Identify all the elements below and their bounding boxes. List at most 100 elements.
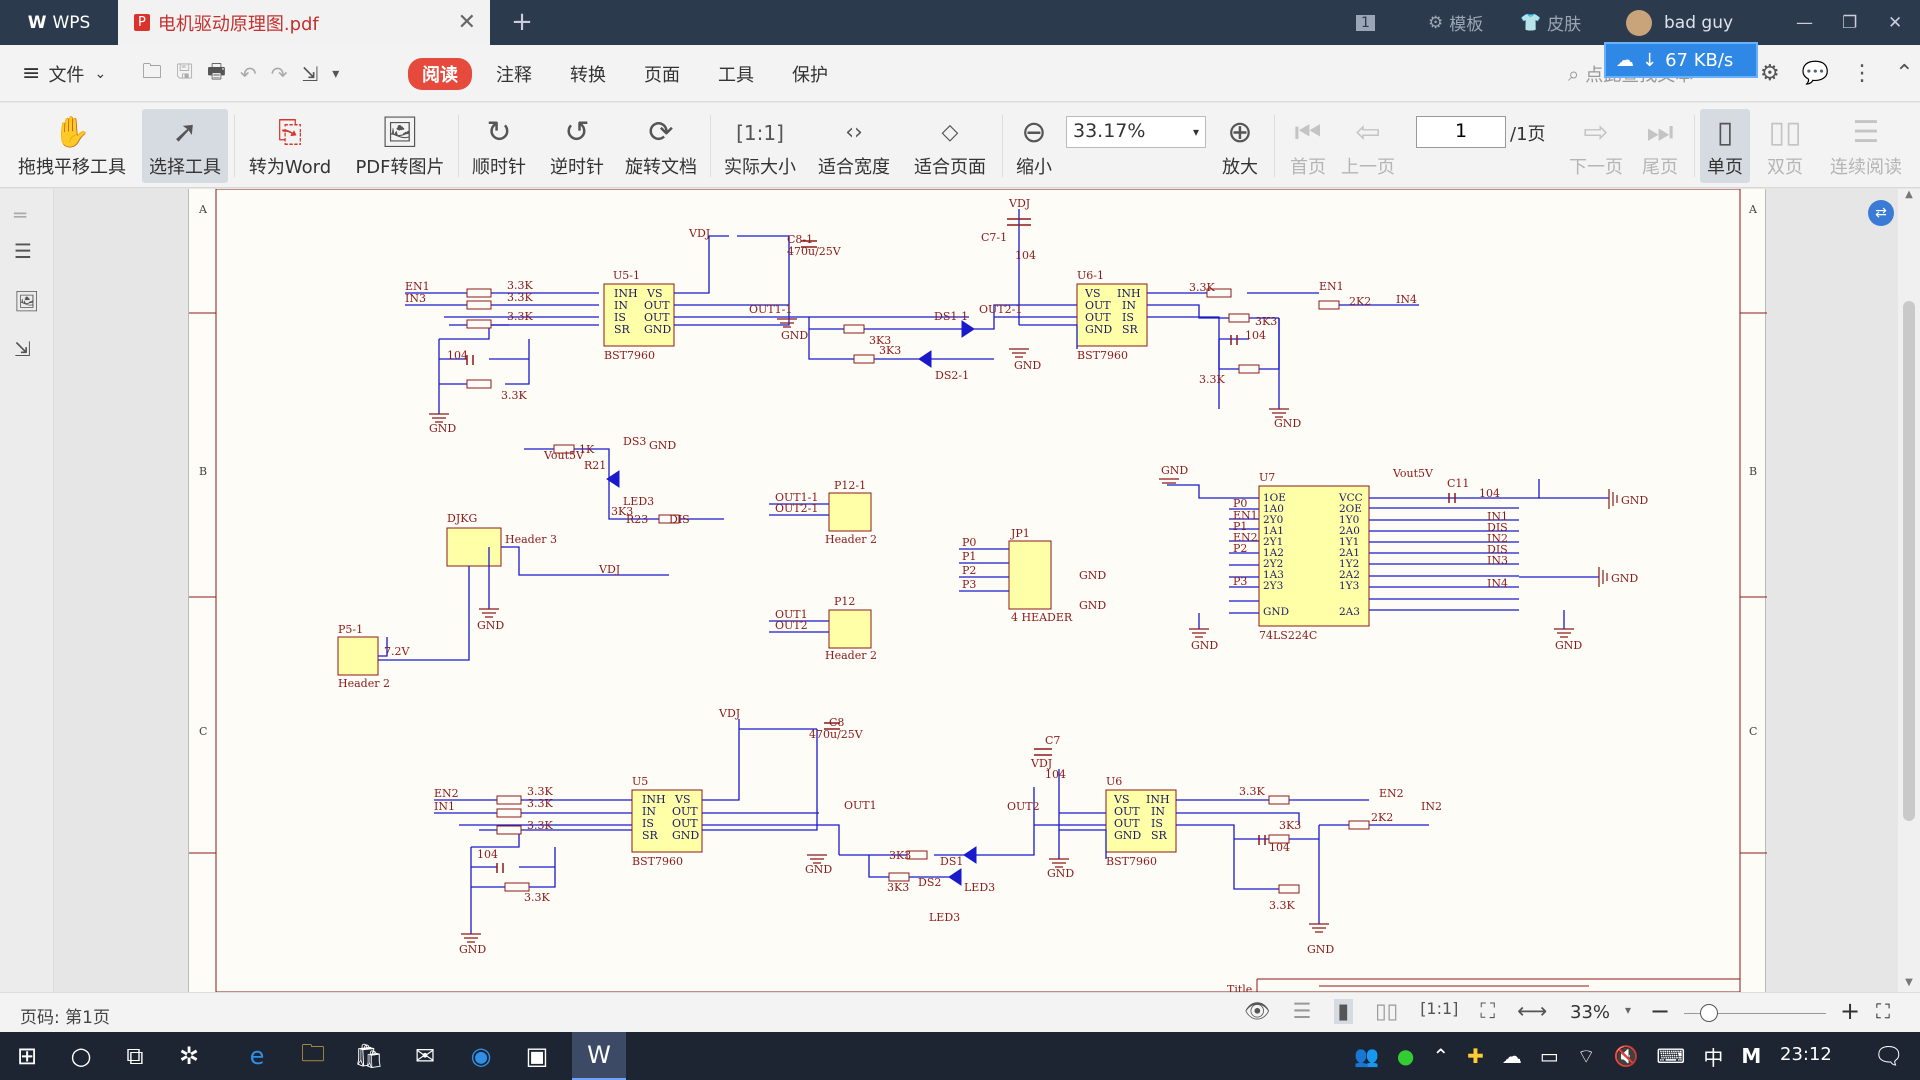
fit-page-button[interactable]: ◇适合页面: [906, 109, 994, 183]
pan-tool-button[interactable]: ✋拖拽平移工具: [10, 109, 134, 183]
vertical-scrollbar[interactable]: ▲ ▼: [1898, 189, 1920, 992]
undo-icon[interactable]: ↶: [240, 62, 257, 86]
actual-size-button[interactable]: [1:1]实际大小: [718, 109, 802, 183]
window-app-icon[interactable]: ▣: [510, 1032, 564, 1080]
floating-assistant-icon[interactable]: ⇄: [1868, 200, 1894, 226]
double-view-icon[interactable]: ▯▯: [1375, 999, 1398, 1024]
store-icon[interactable]: 🛍: [342, 1032, 396, 1080]
keyboard-icon[interactable]: ⌨: [1657, 1044, 1686, 1068]
collapse-ribbon-icon[interactable]: ⌃: [1895, 61, 1913, 86]
menu-tools[interactable]: 工具: [718, 45, 754, 102]
volume-icon[interactable]: 🔇: [1614, 1044, 1639, 1068]
fit-width-button[interactable]: ‹›适合宽度: [810, 109, 898, 183]
page-number-input[interactable]: 1: [1416, 116, 1506, 148]
save-icon[interactable]: 🖫: [176, 57, 193, 91]
scroll-up-icon[interactable]: ▲: [1898, 189, 1920, 203]
continuous-view-icon[interactable]: ☰: [1293, 999, 1312, 1024]
fit-page-small-icon[interactable]: ⛶: [1480, 999, 1495, 1024]
print-icon[interactable]: 🖶: [207, 57, 226, 91]
redo-icon[interactable]: ↷: [271, 62, 288, 86]
eye-protection-icon[interactable]: 👁: [1244, 999, 1271, 1024]
menu-annotate[interactable]: 注释: [496, 45, 532, 102]
zoom-slider-handle[interactable]: [1700, 1004, 1718, 1022]
status-zoom-value[interactable]: 33%: [1570, 1002, 1610, 1023]
zoom-plus-icon[interactable]: +: [1840, 997, 1860, 1025]
last-page-button[interactable]: ⏭尾页: [1632, 109, 1688, 183]
new-tab-icon[interactable]: +: [502, 4, 542, 40]
actual-size-icon: [1:1]: [736, 113, 784, 153]
wps-brand[interactable]: WWPS: [0, 0, 118, 45]
settings-gear-icon[interactable]: ⚙: [1760, 61, 1780, 86]
qq-browser-icon[interactable]: ◉: [454, 1032, 508, 1080]
template-button[interactable]: ⚙模板: [1428, 0, 1483, 45]
feedback-icon[interactable]: 💬: [1802, 61, 1829, 86]
ime-m-icon[interactable]: M: [1741, 1044, 1761, 1068]
zoom-minus-icon[interactable]: −: [1650, 997, 1670, 1025]
drag-handle-icon[interactable]: ═: [14, 203, 40, 227]
fit-width-small-icon[interactable]: ⟷: [1517, 999, 1547, 1024]
export-page-icon[interactable]: ⇲: [14, 337, 40, 361]
outline-icon[interactable]: ☰: [14, 239, 40, 263]
thumbnail-icon[interactable]: 🖼: [14, 289, 40, 313]
pdf-page[interactable]: A B C A B C: [188, 189, 1766, 992]
fan-app-icon[interactable]: ✲: [162, 1032, 216, 1080]
more-chevron-icon[interactable]: ▾: [332, 66, 339, 82]
scroll-down-icon[interactable]: ▼: [1898, 977, 1920, 991]
to-word-button[interactable]: ⎘转为Word: [242, 109, 338, 183]
rotate-ccw-button[interactable]: ↺逆时针: [542, 109, 612, 183]
net-speed-widget[interactable]: ☁↓67 KB/s: [1604, 42, 1758, 78]
export-icon[interactable]: ⇲: [301, 62, 318, 86]
task-view-icon[interactable]: ⧉: [108, 1032, 162, 1080]
mail-icon[interactable]: ✉: [398, 1032, 452, 1080]
fullscreen-icon[interactable]: ⛶: [1876, 999, 1890, 1023]
open-folder-icon[interactable]: 🗀: [142, 57, 162, 91]
menu-protect[interactable]: 保护: [792, 45, 828, 102]
double-page-button[interactable]: ▯▯双页: [1758, 109, 1812, 183]
skin-button[interactable]: 👕皮肤: [1520, 0, 1581, 45]
svg-text:2K2: 2K2: [1349, 295, 1371, 308]
select-tool-button[interactable]: ➚选择工具: [142, 109, 228, 183]
actual-size-small-icon[interactable]: [1:1]: [1420, 999, 1458, 1024]
menu-read[interactable]: 阅读: [408, 45, 472, 102]
restore-icon[interactable]: ❐: [1842, 0, 1857, 45]
edge-browser-icon[interactable]: e: [230, 1032, 284, 1080]
file-explorer-icon[interactable]: 🗀: [286, 1032, 340, 1080]
chevron-down-icon[interactable]: ▾: [1625, 1003, 1631, 1017]
prev-page-button[interactable]: ⇦上一页: [1340, 109, 1396, 183]
tray-expand-icon[interactable]: ⌃: [1432, 1044, 1449, 1068]
close-tab-icon[interactable]: ✕: [458, 10, 476, 35]
menu-page[interactable]: 页面: [644, 45, 680, 102]
windows-start-icon[interactable]: ⊞: [0, 1032, 54, 1080]
to-image-button[interactable]: 🖼PDF转图片: [348, 109, 452, 183]
user-account[interactable]: bad guy: [1626, 0, 1733, 45]
menu-file[interactable]: ≡文件⌄: [22, 45, 106, 102]
cortana-search-icon[interactable]: ○: [54, 1032, 108, 1080]
minimize-icon[interactable]: —: [1796, 0, 1813, 45]
wps-taskbar-icon[interactable]: W: [572, 1032, 626, 1080]
onedrive-cloud-icon[interactable]: ☁: [1502, 1044, 1522, 1068]
tab-count-badge[interactable]: 1: [1356, 0, 1375, 45]
menu-convert[interactable]: 转换: [570, 45, 606, 102]
zoom-select[interactable]: 33.17%▾: [1066, 116, 1206, 148]
close-window-icon[interactable]: ✕: [1888, 0, 1902, 45]
tray-plus-icon[interactable]: ✚: [1467, 1044, 1484, 1068]
document-tab[interactable]: P 电机驱动原理图.pdf ✕: [118, 0, 490, 45]
ime-indicator[interactable]: 中: [1703, 1042, 1723, 1071]
more-icon[interactable]: ⋮: [1851, 61, 1873, 86]
zoom-in-button[interactable]: ⊕放大: [1214, 109, 1266, 183]
people-icon[interactable]: 👥: [1354, 1044, 1379, 1068]
rotate-cw-button[interactable]: ↻顺时针: [464, 109, 534, 183]
first-page-button[interactable]: ⏮首页: [1280, 109, 1336, 183]
battery-icon[interactable]: ▭: [1540, 1044, 1559, 1068]
wifi-icon[interactable]: ⌔: [1577, 1044, 1596, 1069]
clock[interactable]: 23:12: [1780, 1044, 1832, 1065]
single-view-icon[interactable]: ▮: [1334, 999, 1354, 1024]
action-center-icon[interactable]: 🗨: [1862, 1032, 1916, 1080]
next-page-button[interactable]: ⇨下一页: [1568, 109, 1624, 183]
scroll-thumb[interactable]: [1903, 301, 1915, 821]
tray-app-icon[interactable]: ●: [1397, 1044, 1414, 1068]
single-page-button[interactable]: ▯单页: [1700, 109, 1750, 183]
zoom-out-button[interactable]: ⊖缩小: [1008, 109, 1060, 183]
rotate-doc-button[interactable]: ⟳旋转文档: [620, 109, 702, 183]
continuous-button[interactable]: ☰连续阅读: [1818, 109, 1914, 183]
